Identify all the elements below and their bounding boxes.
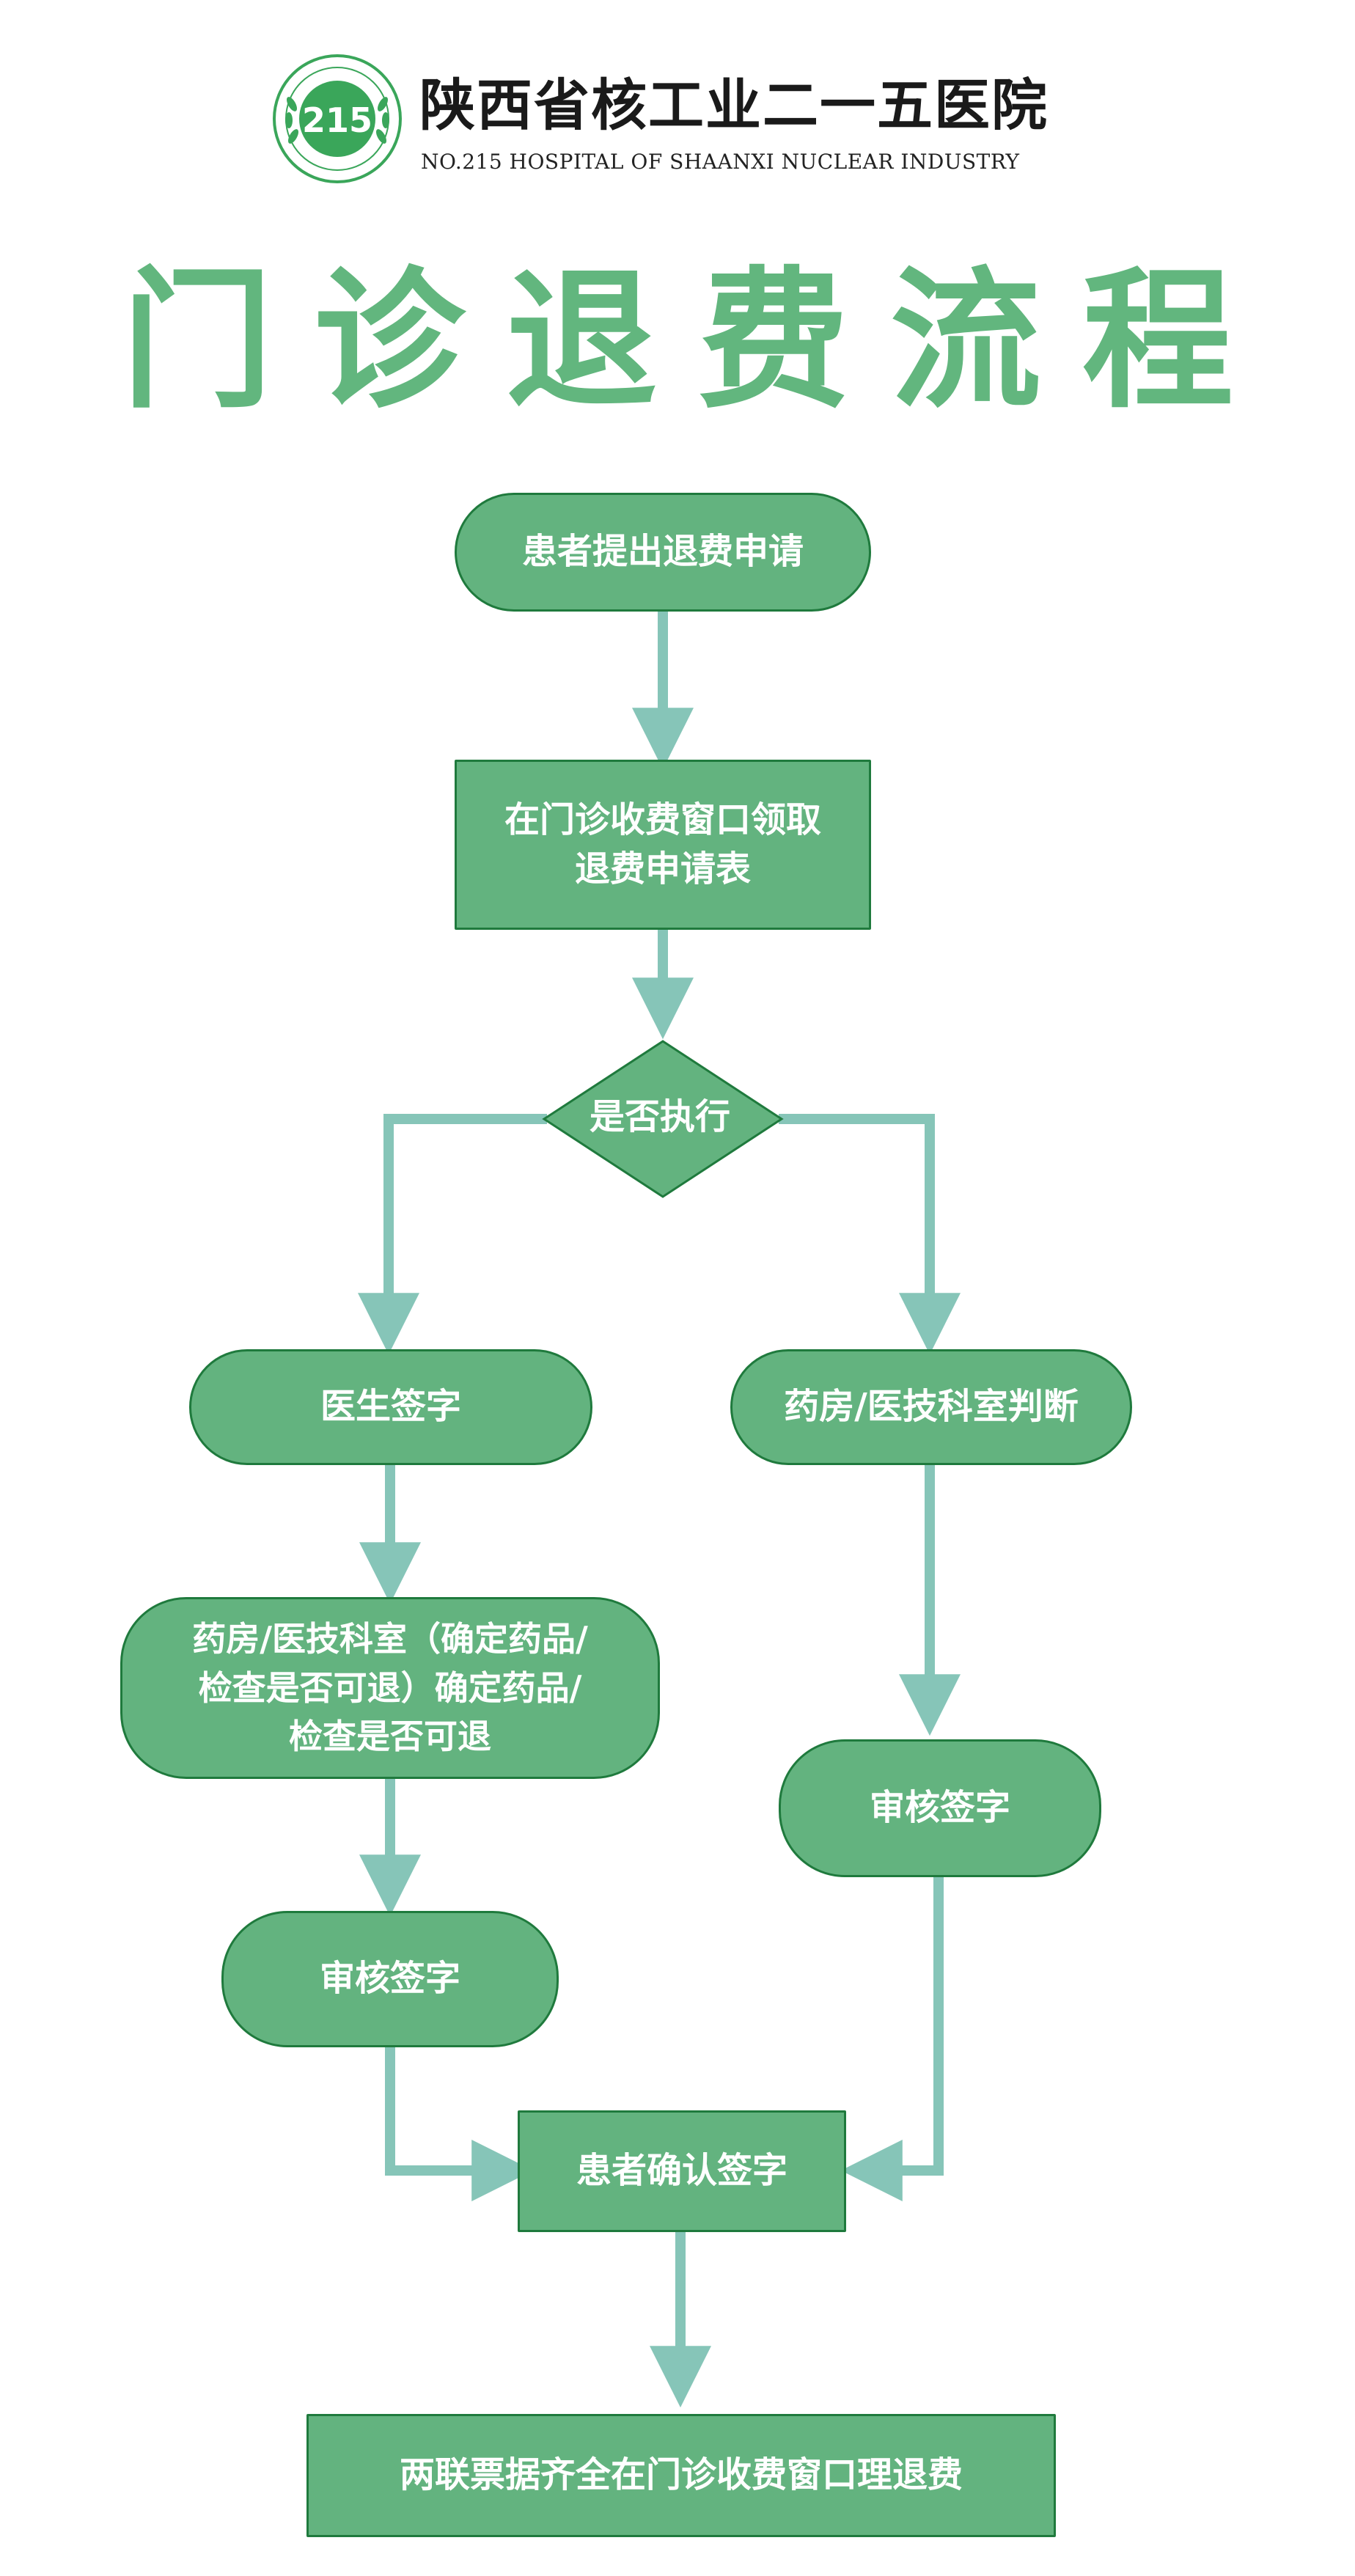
step-pharmacy-confirm: 药房/医技科室（确定药品/ 检查是否可退）确定药品/ 检查是否可退 [120,1597,660,1779]
arrow-right2-to-confirm [840,1877,944,2201]
step-right-review-signature: 审核签字 [779,1739,1101,1877]
step-left-review-signature: 审核签字 [221,1911,559,2047]
hospital-name: 陕西省核工业二一五医院 [419,73,1049,138]
hospital-name-english: NO.215 HOSPITAL OF SHAANXI NUCLEAR INDUS… [421,150,1020,174]
arrow-left3-to-confirm [385,2047,534,2201]
arrow-decision-to-left [358,1114,547,1355]
hospital-logo: 215 [273,54,402,183]
step-pharmacy-judge: 药房/医技科室判断 [730,1349,1132,1465]
page-title: 门诊退费流程 [121,253,1274,429]
step-final-refund: 两联票据齐全在门诊收费窗口理退费 [306,2414,1056,2537]
step-patient-confirm: 患者确认签字 [518,2110,846,2232]
decision-diamond [542,1040,784,1198]
arrow-decision-to-right [779,1114,961,1355]
decision-label: 是否执行 [589,1096,730,1137]
logo-number: 215 [302,100,372,140]
step-doctor-signature: 医生签字 [189,1349,592,1465]
step-get-application-form: 在门诊收费窗口领取 退费申请表 [455,760,871,930]
step-apply-refund: 患者提出退费申请 [455,493,871,612]
